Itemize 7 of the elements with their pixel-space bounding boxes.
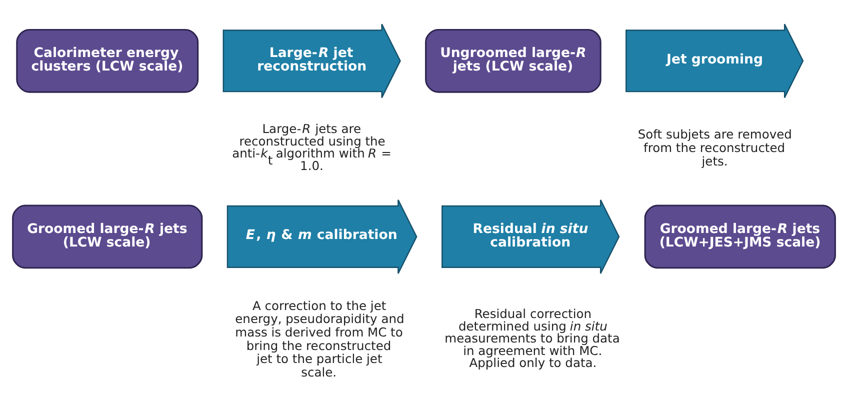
- node-label: Residual correction determined using in situ measurements to bring data in agreement with MC. Applied only to data.: [444, 307, 620, 370]
- node-box: Groomed large-R jets (LCW scale): [12, 204, 203, 269]
- node-box: Ungroomed large-R jets (LCW scale): [425, 28, 602, 93]
- node-label: Soft subjets are removed from the reconstructed jets.: [638, 128, 792, 168]
- node-box: Groomed large-R jets (LCW+JES+JMS scale): [644, 204, 836, 269]
- node-box: Calorimeter energy clusters (LCW scale): [16, 28, 199, 93]
- node-label: A correction to the jet energy, pseudorapidity and mass is derived from MC to bring the reconstructed jet to the particle jet scale.: [235, 298, 404, 380]
